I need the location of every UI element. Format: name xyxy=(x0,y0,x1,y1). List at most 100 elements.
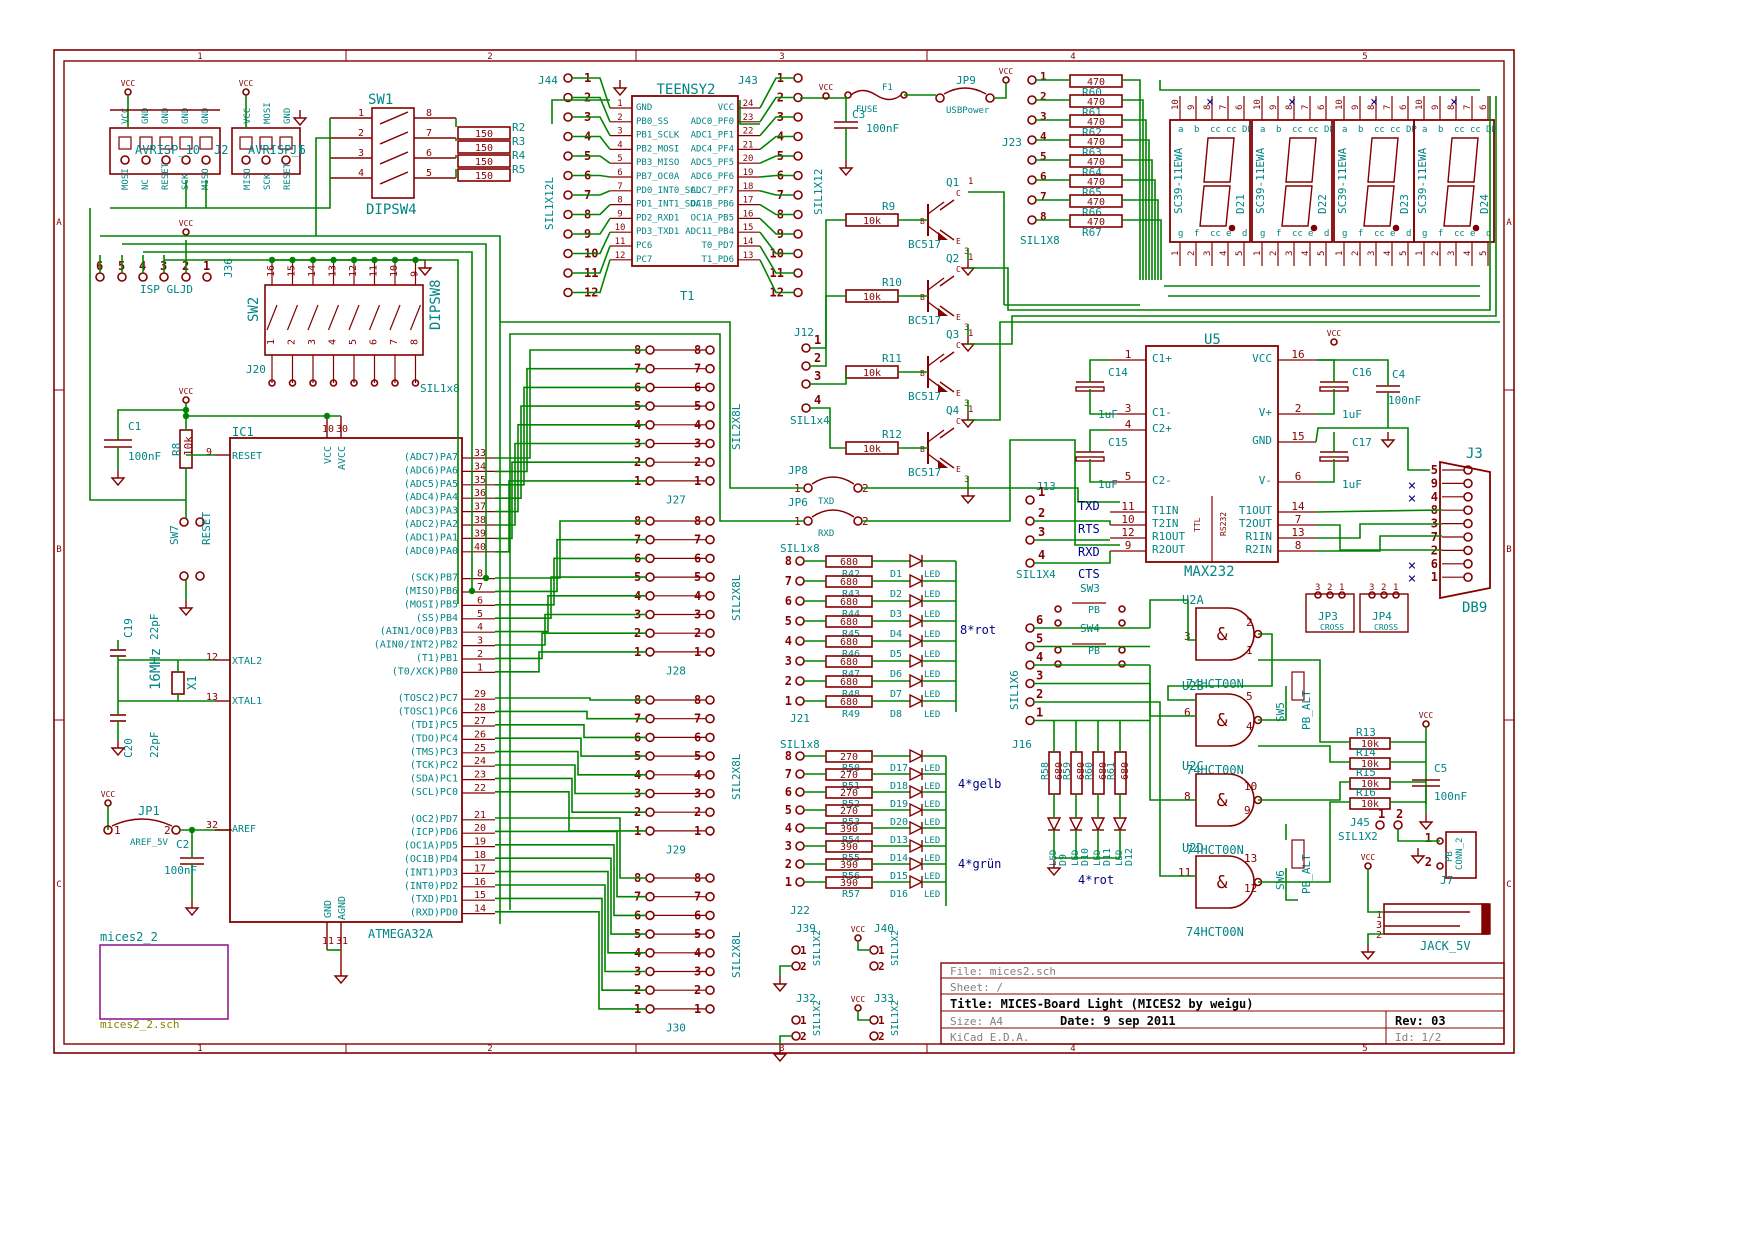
switch-lever xyxy=(368,304,381,331)
sil2x8-j29 xyxy=(645,769,655,780)
ref-sw3: SW3 xyxy=(1080,582,1100,595)
pin-letter: E xyxy=(956,465,961,474)
value-sc39: SC39-11EWA xyxy=(1336,147,1349,214)
sil2x8-j30 xyxy=(645,1004,655,1014)
value-sil1x4: SIL1x4 xyxy=(790,414,830,427)
wire xyxy=(1159,80,1480,91)
ref-jp4: JP4 xyxy=(1372,610,1392,623)
pin-number: 2 xyxy=(800,1030,807,1043)
led-value: LED xyxy=(924,764,940,774)
sil2x8-j27 xyxy=(705,419,715,430)
sil-pin-j12 xyxy=(801,403,811,413)
resistor-ref: R11 xyxy=(882,352,902,365)
pin-letter: d xyxy=(1486,229,1491,239)
pin-number: 8 xyxy=(1285,105,1295,110)
value-sc39: SC39-11EWA xyxy=(1416,147,1429,214)
pin-letter: g xyxy=(1342,229,1347,239)
value-c16: 1uF xyxy=(1342,408,1362,421)
jumper-pin xyxy=(171,825,181,835)
ref-c19: C19 xyxy=(122,618,135,638)
led-ref: D1 xyxy=(890,569,902,580)
sil2x8-j30 xyxy=(705,1004,715,1014)
sil2x8-j30 xyxy=(705,929,715,939)
wire xyxy=(315,137,330,236)
sil-pin-j22 xyxy=(795,841,805,851)
wire xyxy=(495,349,646,459)
value-txd: TXD xyxy=(818,497,834,507)
wire xyxy=(495,710,646,720)
teensy-pin-name: PC6 xyxy=(636,241,652,251)
resistor-ref: R13 xyxy=(1356,726,1376,739)
wire xyxy=(495,817,646,879)
ref-c14: C14 xyxy=(1108,366,1128,379)
pin-number: 2 xyxy=(1425,855,1432,869)
pin-number: 2 xyxy=(1351,251,1361,256)
pin-letter: DP xyxy=(1406,125,1417,135)
wire xyxy=(1316,389,1335,415)
pushbutton-pin xyxy=(1054,605,1062,613)
led-ref: D10 xyxy=(1080,848,1091,866)
frame-row-marker: A xyxy=(1506,218,1512,228)
jumper-jp1 xyxy=(111,818,173,827)
pin-number: 13 xyxy=(328,265,339,277)
pin-number: 9 xyxy=(1431,476,1438,490)
value-reset: RESET xyxy=(200,512,213,545)
pin-number: 9 xyxy=(410,271,421,277)
microcontroller-atmega32a xyxy=(229,437,463,923)
pin-number: 7 xyxy=(1219,105,1229,110)
no-connect-icon: × xyxy=(1408,558,1416,574)
wire xyxy=(810,407,846,449)
resistor-value: 680 xyxy=(840,557,858,568)
atmega-pin-name: (SDA)PC1 xyxy=(410,774,458,785)
sil-pin-j44 xyxy=(563,190,573,200)
vcc-symbol: VCC xyxy=(999,67,1014,76)
pin-letter: a xyxy=(1422,125,1427,135)
atmega-pin-name: (SCK)PB7 xyxy=(410,573,458,584)
resistor-ref: R49 xyxy=(842,709,860,720)
transistor-bc517 xyxy=(939,275,955,287)
sil-pin-j22 xyxy=(795,805,805,815)
pin-number: 1 xyxy=(617,99,622,109)
resistor-value: 10k xyxy=(1361,799,1379,810)
sil-pin-j44 xyxy=(563,209,573,220)
wire xyxy=(1122,79,1141,280)
transistor-bc517 xyxy=(939,229,955,241)
pin-number: 7 xyxy=(617,182,622,192)
sil-pin-j43 xyxy=(793,268,803,278)
vcc-symbol: VCC xyxy=(851,995,866,1004)
wire xyxy=(572,174,611,178)
wire xyxy=(759,245,794,274)
resistor-470 xyxy=(1069,174,1123,188)
pin-number: 7 xyxy=(785,574,792,588)
sil2x8-j30 xyxy=(645,929,655,939)
pin-number: 1 xyxy=(800,944,807,957)
switch-sw5 xyxy=(1291,671,1305,701)
pin-number: 13 xyxy=(206,692,218,703)
atmega-pin-number: 3 xyxy=(477,636,483,647)
teensy2-module xyxy=(631,95,739,267)
ground-symbol xyxy=(110,477,126,487)
atmega-pin-name: (TXD)PD1 xyxy=(410,894,458,905)
pin-letter: C xyxy=(956,417,961,426)
pin-number: 9 xyxy=(1351,105,1361,110)
pin-name-vcc: VCC xyxy=(323,446,334,464)
db9-pin xyxy=(1463,518,1473,529)
dip-switch-4 xyxy=(371,107,415,199)
isp-pad xyxy=(181,155,191,165)
pin-letter: B xyxy=(920,445,925,454)
wire xyxy=(1367,869,1384,913)
sil-pin-j21 xyxy=(795,596,805,606)
sheet-border xyxy=(53,49,1515,1054)
pin-letter: e xyxy=(1308,229,1313,239)
resistor-value: 470 xyxy=(1087,97,1105,108)
max232-pin-name: V+ xyxy=(1259,406,1273,419)
led-value: LED xyxy=(924,800,940,810)
sil-pin-j13 xyxy=(1025,558,1035,568)
db9-connector xyxy=(1439,460,1491,600)
resistor-ref: R43 xyxy=(842,589,860,600)
title-file: File: mices2.sch xyxy=(950,965,1056,978)
isp-header-pin xyxy=(117,272,127,282)
atmega-pin-name: (MISO)PB6 xyxy=(404,586,458,597)
ref-c20: C20 xyxy=(122,738,135,758)
ref-display: D21 xyxy=(1234,194,1247,214)
